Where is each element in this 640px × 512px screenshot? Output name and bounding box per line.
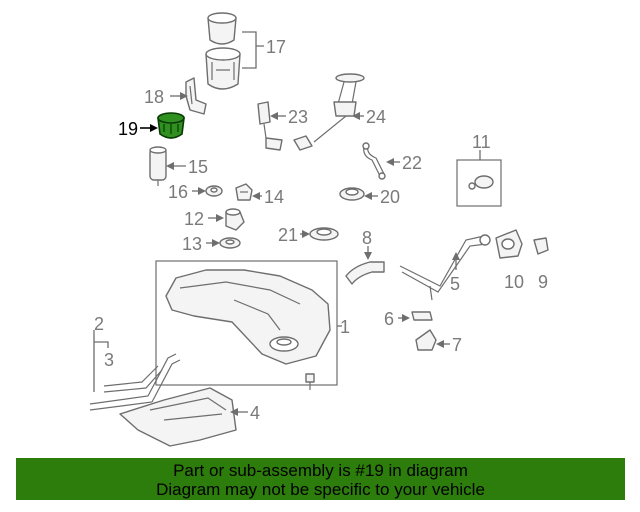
callout-15: 15 (188, 157, 208, 177)
callout-12: 12 (184, 209, 204, 229)
part-22-hose[interactable] (362, 142, 386, 180)
part-20-gasket[interactable] (339, 187, 365, 201)
callout-14: 14 (264, 187, 284, 207)
part-2-strap[interactable] (89, 353, 181, 411)
part-15-fuel-pump[interactable] (149, 146, 167, 186)
info-banner: Part or sub-assembly is #19 in diagram D… (16, 458, 625, 500)
part-14-clip[interactable] (235, 183, 253, 201)
callout-9: 9 (538, 272, 548, 292)
part-8-hose[interactable] (345, 261, 385, 285)
callout-5: 5 (450, 274, 460, 294)
part-24-gauge-assembly[interactable] (293, 73, 365, 151)
part-6-clip[interactable] (411, 311, 433, 321)
part-3-strap[interactable] (103, 365, 163, 393)
part-9-cap[interactable] (533, 237, 549, 255)
part-11-cap-box[interactable] (456, 159, 502, 207)
callout-11: 11 (472, 132, 491, 152)
part-5-filler-pipe[interactable] (399, 234, 491, 301)
callout-10: 10 (504, 272, 524, 292)
callout-19: 19 (118, 119, 138, 139)
part-17-pump-housing[interactable] (205, 12, 241, 90)
callout-1: 1 (340, 317, 350, 337)
callout-20: 20 (380, 187, 400, 207)
part-7-bracket[interactable] (415, 329, 437, 351)
callout-16: 16 (168, 182, 188, 202)
drain-plug (305, 373, 315, 390)
part-18-bracket[interactable] (185, 77, 207, 115)
part-19-highlighted[interactable] (157, 112, 185, 139)
callout-6: 6 (384, 309, 394, 329)
callout-18: 18 (144, 87, 164, 107)
callout-8: 8 (362, 228, 372, 248)
callout-21: 21 (278, 225, 298, 245)
part-10-fuel-door[interactable] (495, 229, 523, 259)
banner-line-1: Part or sub-assembly is #19 in diagram (173, 461, 468, 480)
banner-line-2: Diagram may not be specific to your vehi… (156, 480, 485, 499)
part-1-fuel-tank[interactable] (165, 269, 331, 365)
part-23-sender-unit[interactable] (257, 101, 283, 151)
callout-7: 7 (452, 335, 462, 355)
part-4-protector[interactable] (119, 387, 237, 447)
exploded-parts-diagram: 17 18 19 15 16 14 12 (89, 12, 549, 447)
part-16-ring[interactable] (205, 185, 223, 197)
callout-2: 2 (94, 314, 104, 334)
callout-4: 4 (250, 403, 260, 423)
callout-17: 17 (266, 37, 286, 57)
callout-13: 13 (182, 234, 202, 254)
part-12-valve[interactable] (225, 208, 245, 231)
callout-22: 22 (402, 153, 422, 173)
part-21-ring[interactable] (309, 227, 339, 241)
callout-3: 3 (104, 350, 114, 370)
callout-24: 24 (366, 107, 386, 127)
part-13-gasket[interactable] (219, 237, 241, 249)
callout-23: 23 (288, 107, 308, 127)
